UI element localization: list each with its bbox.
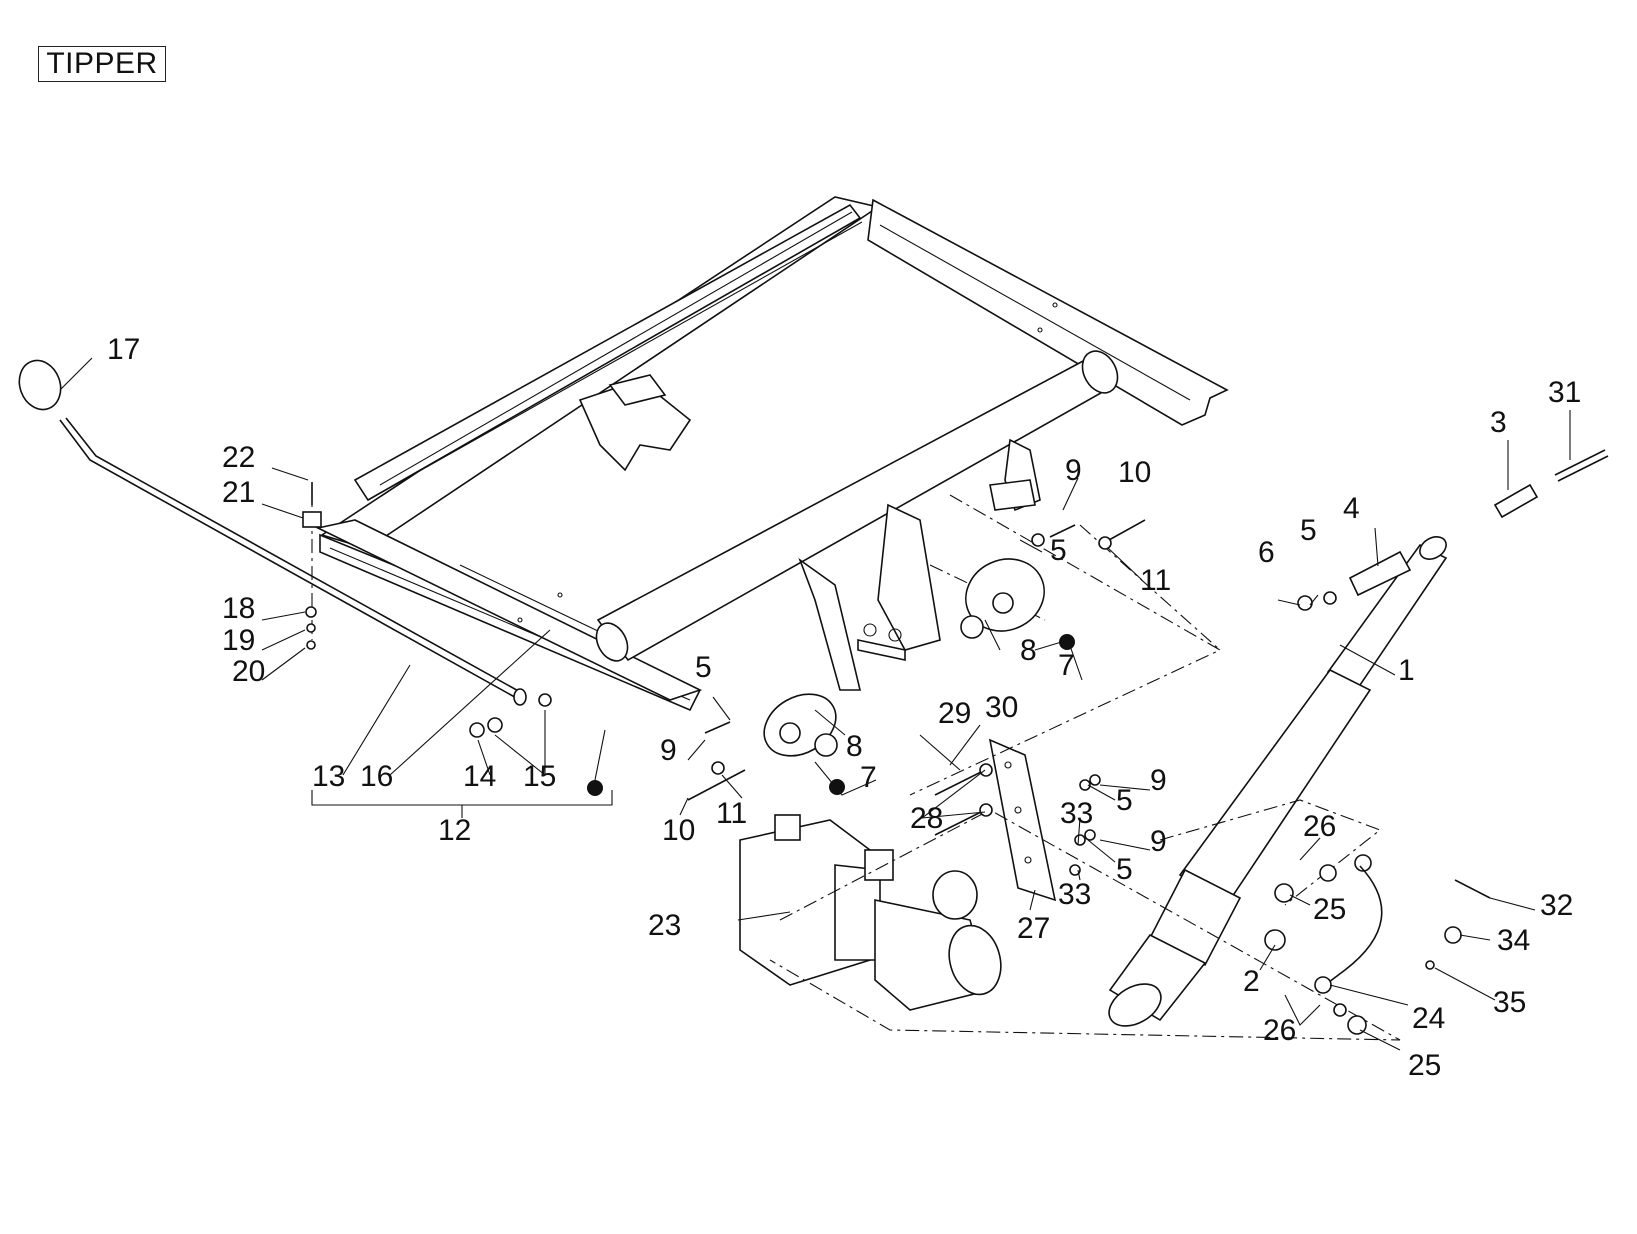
label-19: 19	[222, 624, 255, 657]
pins	[1297, 449, 1609, 611]
label-2: 2	[1243, 965, 1260, 998]
label-31: 31	[1548, 376, 1581, 409]
tipper-frame	[315, 196, 1229, 712]
label-8-top: 8	[1020, 634, 1037, 667]
label-11-left: 11	[716, 797, 747, 830]
label-26-top: 26	[1303, 810, 1336, 843]
label-28: 28	[910, 802, 943, 835]
label-4: 4	[1343, 492, 1360, 525]
label-5-left: 5	[695, 651, 712, 684]
label-10-left: 10	[662, 814, 695, 847]
label-35: 35	[1493, 986, 1526, 1019]
label-33-low: 33	[1058, 878, 1091, 911]
mounting-plate	[988, 738, 1057, 902]
label-9-top: 9	[1065, 454, 1082, 487]
label-34: 34	[1497, 924, 1530, 957]
label-9-low: 9	[1150, 825, 1167, 858]
label-21: 21	[222, 476, 255, 509]
label-24: 24	[1412, 1002, 1445, 1035]
label-1: 1	[1398, 654, 1415, 687]
label-5-low: 5	[1116, 853, 1133, 886]
label-30: 30	[985, 691, 1018, 724]
label-23: 23	[648, 909, 681, 942]
label-9-mid: 9	[1150, 764, 1167, 797]
label-26-bottom: 26	[1263, 1014, 1296, 1047]
label-25-top: 25	[1313, 893, 1346, 926]
label-22: 22	[222, 441, 255, 474]
label-8-left: 8	[846, 730, 863, 763]
hydraulic-pump-unit	[739, 814, 1002, 1011]
label-6: 6	[1258, 536, 1275, 569]
part-labels: 17 22 21 18 19 20 13 16 14 15 12 5 9 10 …	[107, 333, 1581, 1082]
label-10-top: 10	[1118, 456, 1151, 489]
label-9-left: 9	[660, 734, 677, 767]
label-15: 15	[523, 760, 556, 793]
label-7-left: 7	[860, 761, 877, 794]
label-17: 17	[107, 333, 140, 366]
label-14: 14	[463, 760, 496, 793]
label-3: 3	[1490, 406, 1507, 439]
leader-lines	[59, 357, 1571, 1051]
label-5-top: 5	[1050, 534, 1067, 567]
label-5-right: 5	[1300, 514, 1317, 547]
label-13: 13	[312, 760, 345, 793]
label-20: 20	[232, 655, 265, 688]
label-7-top: 7	[1058, 649, 1075, 682]
label-18: 18	[222, 592, 255, 625]
label-27: 27	[1017, 912, 1050, 945]
label-12: 12	[438, 814, 471, 847]
diagram-title: TIPPER	[38, 46, 166, 82]
label-29: 29	[938, 697, 971, 730]
label-25-bottom: 25	[1408, 1049, 1441, 1082]
label-16: 16	[360, 760, 393, 793]
label-5-mid: 5	[1116, 784, 1133, 817]
label-32: 32	[1540, 889, 1573, 922]
label-11-top: 11	[1140, 564, 1171, 597]
hydraulic-cylinder	[1108, 536, 1448, 1027]
tipper-lever	[18, 359, 527, 706]
label-33-mid: 33	[1060, 797, 1093, 830]
